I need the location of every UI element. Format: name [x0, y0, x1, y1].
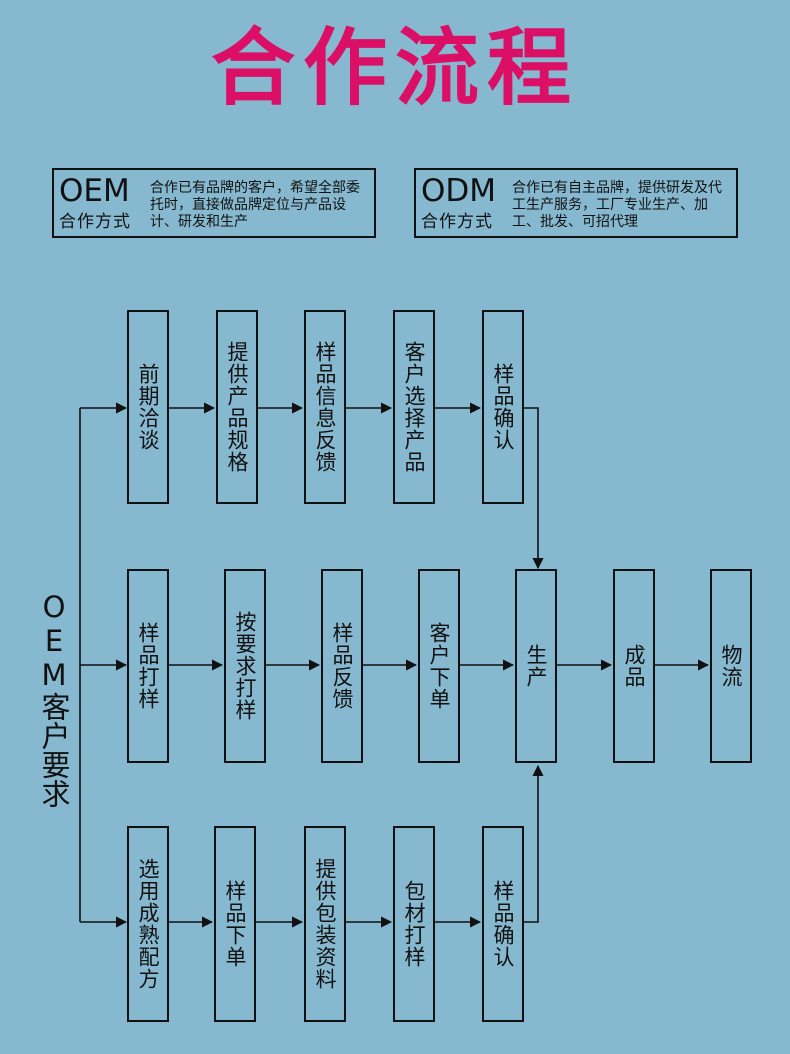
step-customer-order: 客户下单 [418, 569, 460, 763]
step-sample-feedback-info: 样品信息反馈 [304, 310, 346, 504]
arrow-r3-to-production [524, 764, 544, 923]
odm-description: 合作已有自主品牌，提供研发及代工生产服务，工厂专业生产、加工、批发、可招代理 [512, 180, 722, 230]
step-sample-confirm-bottom: 样品确认 [482, 826, 524, 1022]
step-initial-negotiation: 前期洽谈 [127, 310, 169, 504]
step-mature-formula: 选用成熟配方 [127, 826, 169, 1022]
oem-abbr: OEM [59, 173, 130, 209]
step-sample-feedback: 样品反馈 [321, 569, 363, 763]
step-logistics: 物流 [710, 569, 752, 763]
oem-description: 合作已有品牌的客户，希望全部委托时，直接做品牌定位与产品设计、研发和生产 [150, 180, 360, 230]
arrow-r1-to-production [524, 407, 544, 570]
step-packaging-proofing: 包材打样 [393, 826, 435, 1022]
step-finished-product: 成品 [613, 569, 655, 763]
page-title: 合作流程 [210, 19, 579, 117]
oem-info-panel: OEM 合作方式 合作已有品牌的客户，希望全部委托时，直接做品牌定位与产品设计、… [52, 168, 376, 238]
odm-info-panel: ODM 合作方式 合作已有自主品牌，提供研发及代工生产服务，工厂专业生产、加工、… [414, 168, 738, 238]
odm-mode-label: 合作方式 [421, 212, 493, 232]
step-production: 生产 [515, 569, 557, 763]
step-provide-specs: 提供产品规格 [216, 310, 258, 504]
oem-customer-requirement-label: OEM客户要求 [37, 590, 71, 808]
step-sample-order: 样品下单 [214, 826, 256, 1022]
step-proofing-on-request: 按要求打样 [224, 569, 266, 763]
step-sample-confirm-top: 样品确认 [482, 310, 524, 504]
oem-mode-label: 合作方式 [59, 212, 131, 232]
step-sample-proofing: 样品打样 [127, 569, 169, 763]
step-provide-packaging-info: 提供包装资料 [304, 826, 346, 1022]
odm-abbr: ODM [421, 173, 497, 209]
step-customer-selects-product: 客户选择产品 [393, 310, 435, 504]
